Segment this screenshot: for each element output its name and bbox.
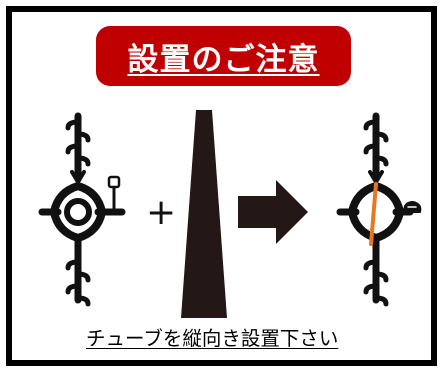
notice-title: 設置のご注意 (127, 41, 320, 78)
spike-connector-icon (38, 112, 126, 307)
arrow-right-icon (238, 180, 308, 244)
instruction-caption: チューブを縦向き設置下さい (86, 327, 339, 350)
title-badge: 設置のご注意 (96, 26, 351, 86)
assembled-connector-icon (336, 112, 422, 307)
tube-icon (181, 110, 227, 318)
plus-icon: + (146, 192, 176, 233)
